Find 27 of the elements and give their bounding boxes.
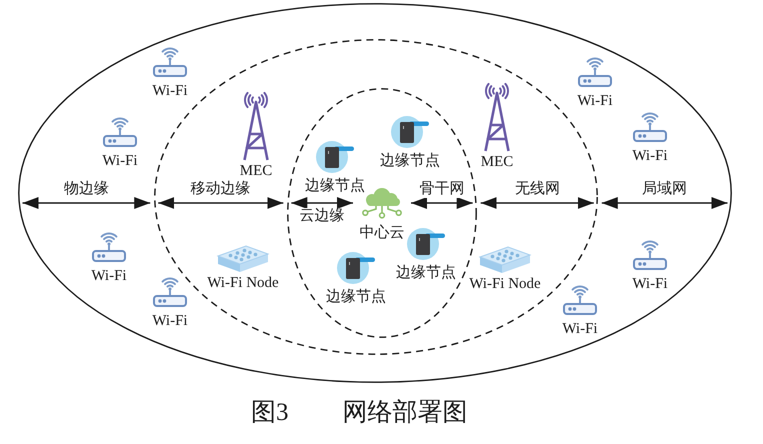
double-arrow: [480, 197, 594, 209]
node-label: Wi-Fi Node: [469, 276, 541, 293]
double-arrow: [411, 197, 473, 209]
double-arrow: [158, 197, 284, 209]
edge-label: 云边缘: [298, 208, 347, 225]
double-arrow: [22, 197, 150, 209]
node-label: 边缘节点: [326, 289, 386, 306]
edge-label: 移动边缘: [188, 181, 253, 198]
node-label: Wi-Fi: [577, 93, 613, 110]
node-label: Wi-Fi: [632, 276, 668, 293]
double-arrow: [602, 197, 728, 209]
edge-label: 物边缘: [62, 181, 111, 198]
node-label: Wi-Fi Node: [207, 275, 279, 292]
node-label: Wi-Fi: [562, 321, 598, 338]
figure-caption: 图3 网络部署图: [251, 399, 468, 427]
node-label: Wi-Fi: [102, 153, 138, 170]
node-label: Wi-Fi: [632, 148, 668, 165]
node-label: MEC: [480, 154, 514, 171]
node-label: 边缘节点: [380, 153, 440, 170]
node-label: MEC: [240, 163, 272, 180]
double-arrow: [291, 197, 353, 209]
node-label: 中心云: [360, 225, 404, 242]
node-label: 边缘节点: [305, 178, 365, 195]
node-label: Wi-Fi: [152, 313, 188, 330]
node-label: Wi-Fi: [152, 83, 188, 100]
node-label: 边缘节点: [396, 265, 456, 282]
node-label: Wi-Fi: [91, 268, 127, 285]
